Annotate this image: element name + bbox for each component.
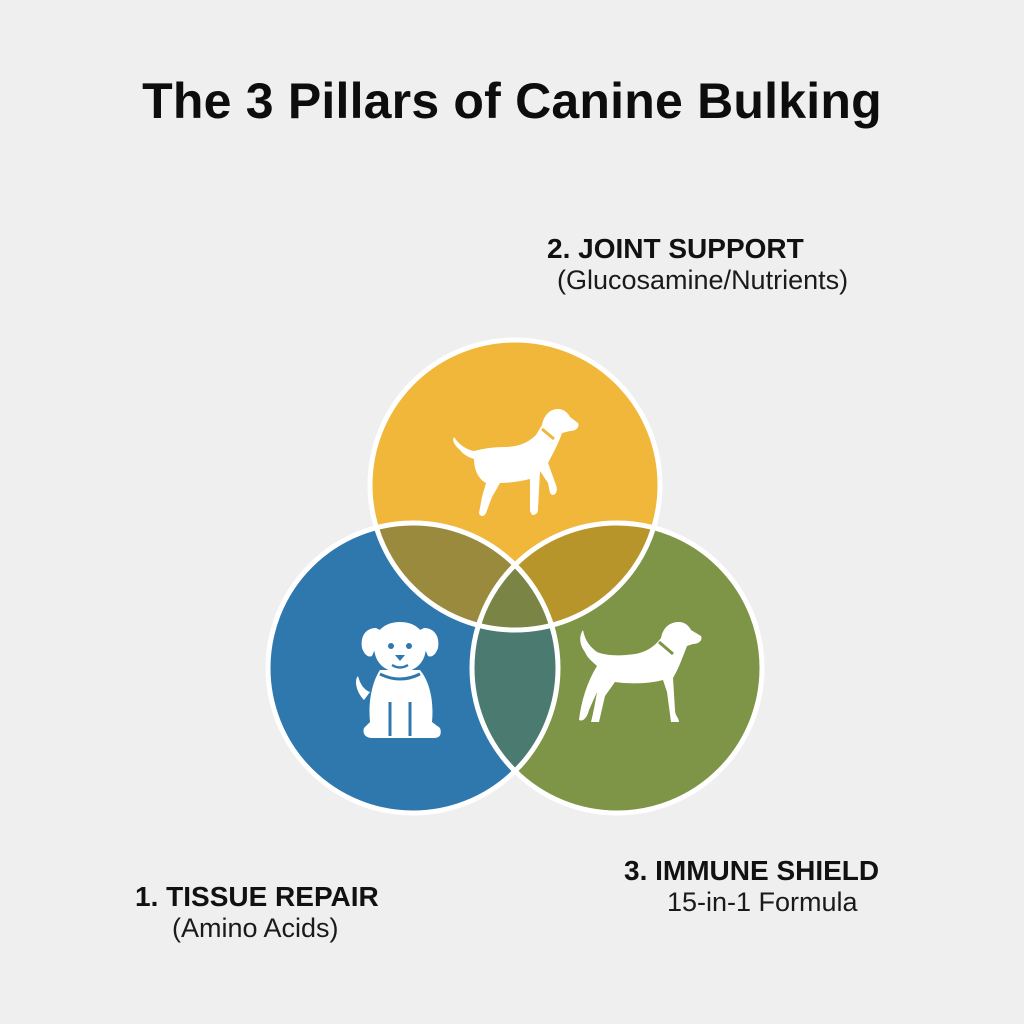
pillar-subtitle: 15-in-1 Formula (667, 887, 858, 918)
pillar-subtitle: (Amino Acids) (172, 913, 339, 944)
pillar-heading: 3. IMMUNE SHIELD (624, 855, 880, 886)
pillar-heading: 1. TISSUE REPAIR (135, 881, 379, 912)
walking-dog-icon (453, 409, 579, 516)
circle-outlines (265, 337, 765, 816)
pillar-subtitle: (Glucosamine/Nutrients) (557, 265, 849, 296)
overlap-joint-immune (472, 523, 660, 630)
pillar-label-immune-shield: 3. IMMUNE SHIELD 15-in-1 Formula (624, 854, 879, 919)
standing-dog-icon (579, 622, 702, 722)
page-title: The 3 Pillars of Canine Bulking (142, 73, 882, 129)
pillar-heading: 2. JOINT SUPPORT (547, 233, 804, 264)
pillar-label-joint-support: 2. JOINT SUPPORT (Glucosamine/Nutrients) (547, 232, 848, 297)
pillar-label-tissue-repair: 1. TISSUE REPAIR (Amino Acids) (135, 880, 379, 945)
overlap-joint-tissue (370, 523, 558, 630)
sitting-puppy-icon (356, 622, 441, 738)
